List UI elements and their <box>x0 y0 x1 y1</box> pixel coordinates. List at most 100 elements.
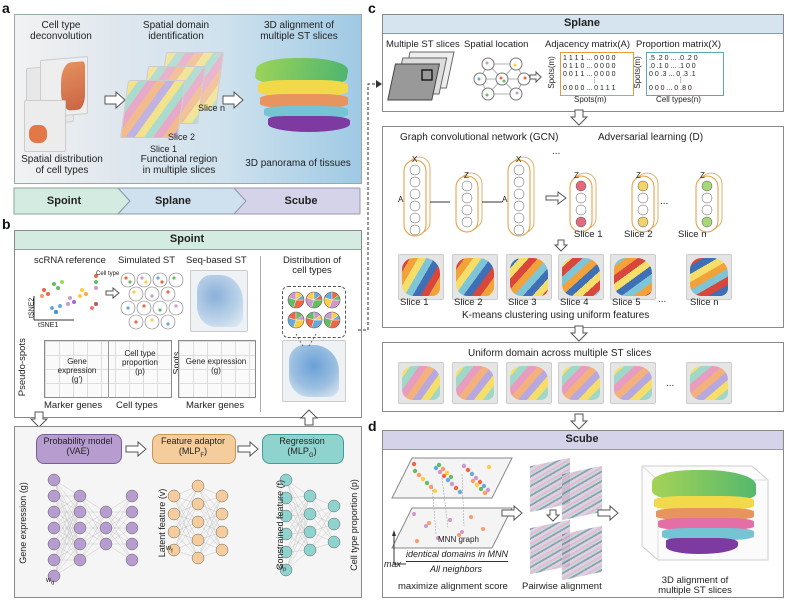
a-col3-caption: 3D panorama of tissues <box>245 158 351 169</box>
b-simulated-label: Simulated ST <box>118 255 176 266</box>
c-dots-1: ... <box>552 146 561 157</box>
d-header: Scube <box>565 433 599 445</box>
c-adj-y-label: Spots(m) <box>546 56 556 89</box>
c-x-label-2: X <box>516 155 522 164</box>
nn-node <box>191 533 205 547</box>
a-3d-panorama <box>250 54 354 140</box>
c-slice-mid-1: Slice 1 <box>400 297 429 308</box>
b-gene-expr-g: Gene expression (g) <box>185 357 247 375</box>
nn-node <box>73 553 87 567</box>
c-gcn-diagram <box>403 156 723 237</box>
b-pseudo-spots-label: Pseudo-spots <box>16 338 28 397</box>
b-adaptor-box <box>152 434 236 464</box>
b-arrow-sim <box>105 286 120 300</box>
mnn-point <box>441 473 447 479</box>
c-kmeans-caption: K-means clustering using uniform feature… <box>462 310 650 321</box>
d-3d-result <box>622 456 772 570</box>
gcn-node <box>461 204 473 216</box>
b-vae-label: Probability model (VAE) <box>43 436 113 456</box>
a-step-bar <box>13 187 361 215</box>
d-arrow-2 <box>597 504 619 522</box>
nn-node <box>167 525 181 539</box>
c-header: Splane <box>563 17 601 29</box>
nn-node <box>215 525 229 539</box>
gcn-node <box>513 200 525 212</box>
nn-node <box>327 517 341 531</box>
mnn-point <box>481 527 485 531</box>
mnn-point <box>474 482 480 488</box>
gcn-node <box>637 192 649 204</box>
c-uniform-title: Uniform domain across multiple ST slices <box>468 348 652 359</box>
mnn-point <box>457 489 463 495</box>
nn-node <box>47 521 61 535</box>
mnn-point <box>445 477 451 483</box>
nn-node <box>125 553 139 567</box>
nn-node <box>167 489 181 503</box>
gcn-node <box>409 176 421 188</box>
b-arrow-regress <box>237 440 259 458</box>
a-slice-n-label: Slice n <box>198 103 226 113</box>
b-arrow-up <box>299 409 319 426</box>
b-header-bar <box>15 231 361 250</box>
nn-node <box>191 497 205 511</box>
a-col1-title: Cell type deconvolution <box>30 20 92 42</box>
c-slice-mid-dots: ... <box>658 294 667 305</box>
nn-node <box>99 505 113 519</box>
nn-node <box>167 543 181 557</box>
gcn-node <box>701 204 713 216</box>
b-distribution-image <box>282 340 346 402</box>
mnn-point <box>485 487 491 493</box>
slice-tile <box>558 254 604 300</box>
c-prop-y-label: Spots(m) <box>632 56 642 89</box>
nn-node <box>125 521 139 535</box>
c-arrow-1 <box>569 109 589 126</box>
d-arrow-1 <box>501 504 523 522</box>
mnn-point <box>470 478 476 484</box>
d-mnn-graph-label: MNN graph <box>438 535 479 544</box>
c-header-bar <box>383 15 783 34</box>
b-cell-types-label: Cell types <box>116 400 158 411</box>
b-distribution-label: Distribution of cell types <box>282 255 342 277</box>
gcn-node <box>513 188 525 200</box>
gcn-node <box>409 164 421 176</box>
mnn-point <box>424 524 428 528</box>
mnn-point <box>465 467 471 473</box>
nn-node <box>191 479 205 493</box>
b-gene-expr-g1: Gene expression (g') <box>57 357 97 384</box>
gcn-node <box>461 192 473 204</box>
c-adj-x-label: Spots(m) <box>574 95 607 104</box>
panel-label-b: b <box>2 216 11 232</box>
b-w-p: wp <box>278 563 287 573</box>
c-arrow-2 <box>569 325 589 342</box>
a-slice-image-front <box>24 100 66 152</box>
c-arrow-matrix <box>529 70 542 84</box>
b-networks <box>47 473 341 583</box>
a-arrow-1 <box>104 90 126 110</box>
c-dots-2: ... <box>660 196 669 207</box>
gcn-node <box>409 188 421 200</box>
nn-node <box>215 543 229 557</box>
nn-node <box>47 553 61 567</box>
c-prop-x-label: Cell types(n) <box>656 95 701 104</box>
c-gcn-title: Graph convolutional network (GCN) <box>400 132 559 143</box>
c-z-label-2: Z <box>574 171 579 180</box>
b-adaptor-label: Feature adaptor (MLPF) <box>160 436 226 459</box>
mnn-point <box>457 533 461 537</box>
slice-tile <box>398 254 444 300</box>
nn-node <box>303 507 317 521</box>
nn-node <box>167 507 181 521</box>
slice-tile <box>506 254 552 300</box>
mnn-point <box>432 488 438 494</box>
c-slice-mid-5: Slice 5 <box>612 297 641 308</box>
mnn-point <box>416 472 422 478</box>
gcn-node <box>513 176 525 188</box>
gcn-node <box>701 192 713 204</box>
step-splane: Splane <box>154 195 192 207</box>
mnn-point <box>436 462 442 468</box>
mnn-point <box>437 469 443 475</box>
slice-tile <box>610 362 656 404</box>
a-col2-title: Spatial domain identification <box>142 20 210 42</box>
c-x-label-1: X <box>412 155 418 164</box>
b-tsne1-label: tSNE1 <box>38 322 59 329</box>
gcn-node <box>409 212 421 224</box>
